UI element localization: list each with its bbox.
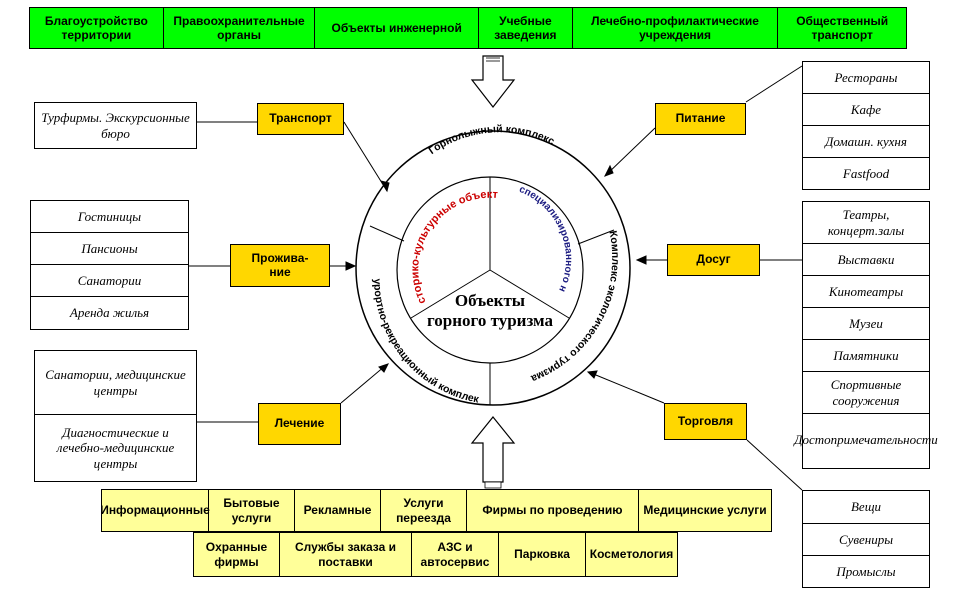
list-food: Рестораны Кафе Домашн. кухня Fastfood [802, 61, 930, 190]
list-item: Санатории, медицинские центры [35, 351, 196, 415]
up-arrow-icon [470, 416, 516, 483]
service-cell: Охранные фирмы [194, 533, 280, 576]
list-treatment: Санатории, медицинские центры Диагностич… [34, 350, 197, 482]
service-cell: Информационные [100, 490, 210, 531]
service-cell: Медицинские услуги [643, 503, 767, 518]
category-accommodation: Прожива- ние [230, 244, 330, 287]
service-cell: Службы заказа и поставки [280, 533, 412, 576]
list-item: Спортивные сооружения [803, 372, 929, 414]
services-row-2: Охранные фирмы Службы заказа и поставки … [193, 532, 678, 577]
infra-cell: Учебные заведения [479, 8, 573, 48]
list-item: Кинотеатры [803, 276, 929, 308]
center-title-line: горного туризма [427, 311, 554, 330]
infra-cell: Правоохранительные органы [164, 8, 316, 48]
category-treatment: Лечение [258, 403, 341, 445]
service-cell: Рекламные [295, 490, 381, 531]
list-item: Выставки [803, 244, 929, 276]
service-cell: Косметология [589, 547, 674, 562]
infra-cell: Благоустройство территории [30, 8, 164, 48]
list-item: Вещи [803, 491, 929, 524]
down-arrow-icon [470, 55, 516, 108]
list-item: Fastfood [842, 165, 890, 181]
list-trade: Вещи Сувениры Промыслы [802, 490, 930, 588]
list-item: Кафе [803, 94, 929, 126]
infrastructure-row: Благоустройство территории Правоохраните… [29, 7, 907, 49]
list-item: Турфирмы. Экскурсионные бюро [41, 109, 190, 141]
arrow-stub [484, 481, 502, 489]
list-item: Гостиницы [31, 201, 188, 233]
list-item: Пансионы [31, 233, 188, 265]
list-item: Театры, концерт.залы [803, 202, 929, 244]
category-food: Питание [655, 103, 746, 135]
list-item: Достопримечательности [794, 432, 938, 448]
infra-cell: Общественный транспорт [796, 13, 889, 42]
list-item: Аренда жилья [69, 305, 150, 321]
list-item: Сувениры [803, 524, 929, 556]
service-cell: АЗС и автосервис [412, 533, 499, 576]
list-transport: Турфирмы. Экскурсионные бюро [34, 102, 197, 149]
infra-cell: Лечебно-профилактические учреждения [573, 8, 779, 48]
category-transport: Транспорт [257, 103, 344, 135]
category-leisure: Досуг [667, 244, 760, 276]
service-cell: Бытовые услуги [209, 490, 295, 531]
list-item: Музеи [803, 308, 929, 340]
list-accommodation: Гостиницы Пансионы Санатории Аренда жиль… [30, 200, 189, 330]
service-cell: Услуги переезда [381, 490, 467, 531]
infra-cell: Объекты инженерной [315, 8, 479, 48]
services-row-1: Информационные Бытовые услуги Рекламные … [100, 489, 772, 532]
list-item: Памятники [803, 340, 929, 372]
center-title-line: Объекты [455, 291, 525, 310]
list-item: Домашн. кухня [803, 126, 929, 158]
list-item: Санатории [31, 265, 188, 297]
category-trade: Торговля [664, 403, 747, 440]
list-item: Рестораны [803, 62, 929, 94]
service-cell: Парковка [499, 533, 586, 576]
service-cell: Фирмы по проведению [467, 490, 639, 531]
list-item: Диагностические и лечебно-медицинские це… [56, 424, 175, 471]
list-leisure: Театры, концерт.залы Выставки Кинотеатры… [794, 201, 938, 469]
list-item: Промыслы [836, 563, 896, 579]
